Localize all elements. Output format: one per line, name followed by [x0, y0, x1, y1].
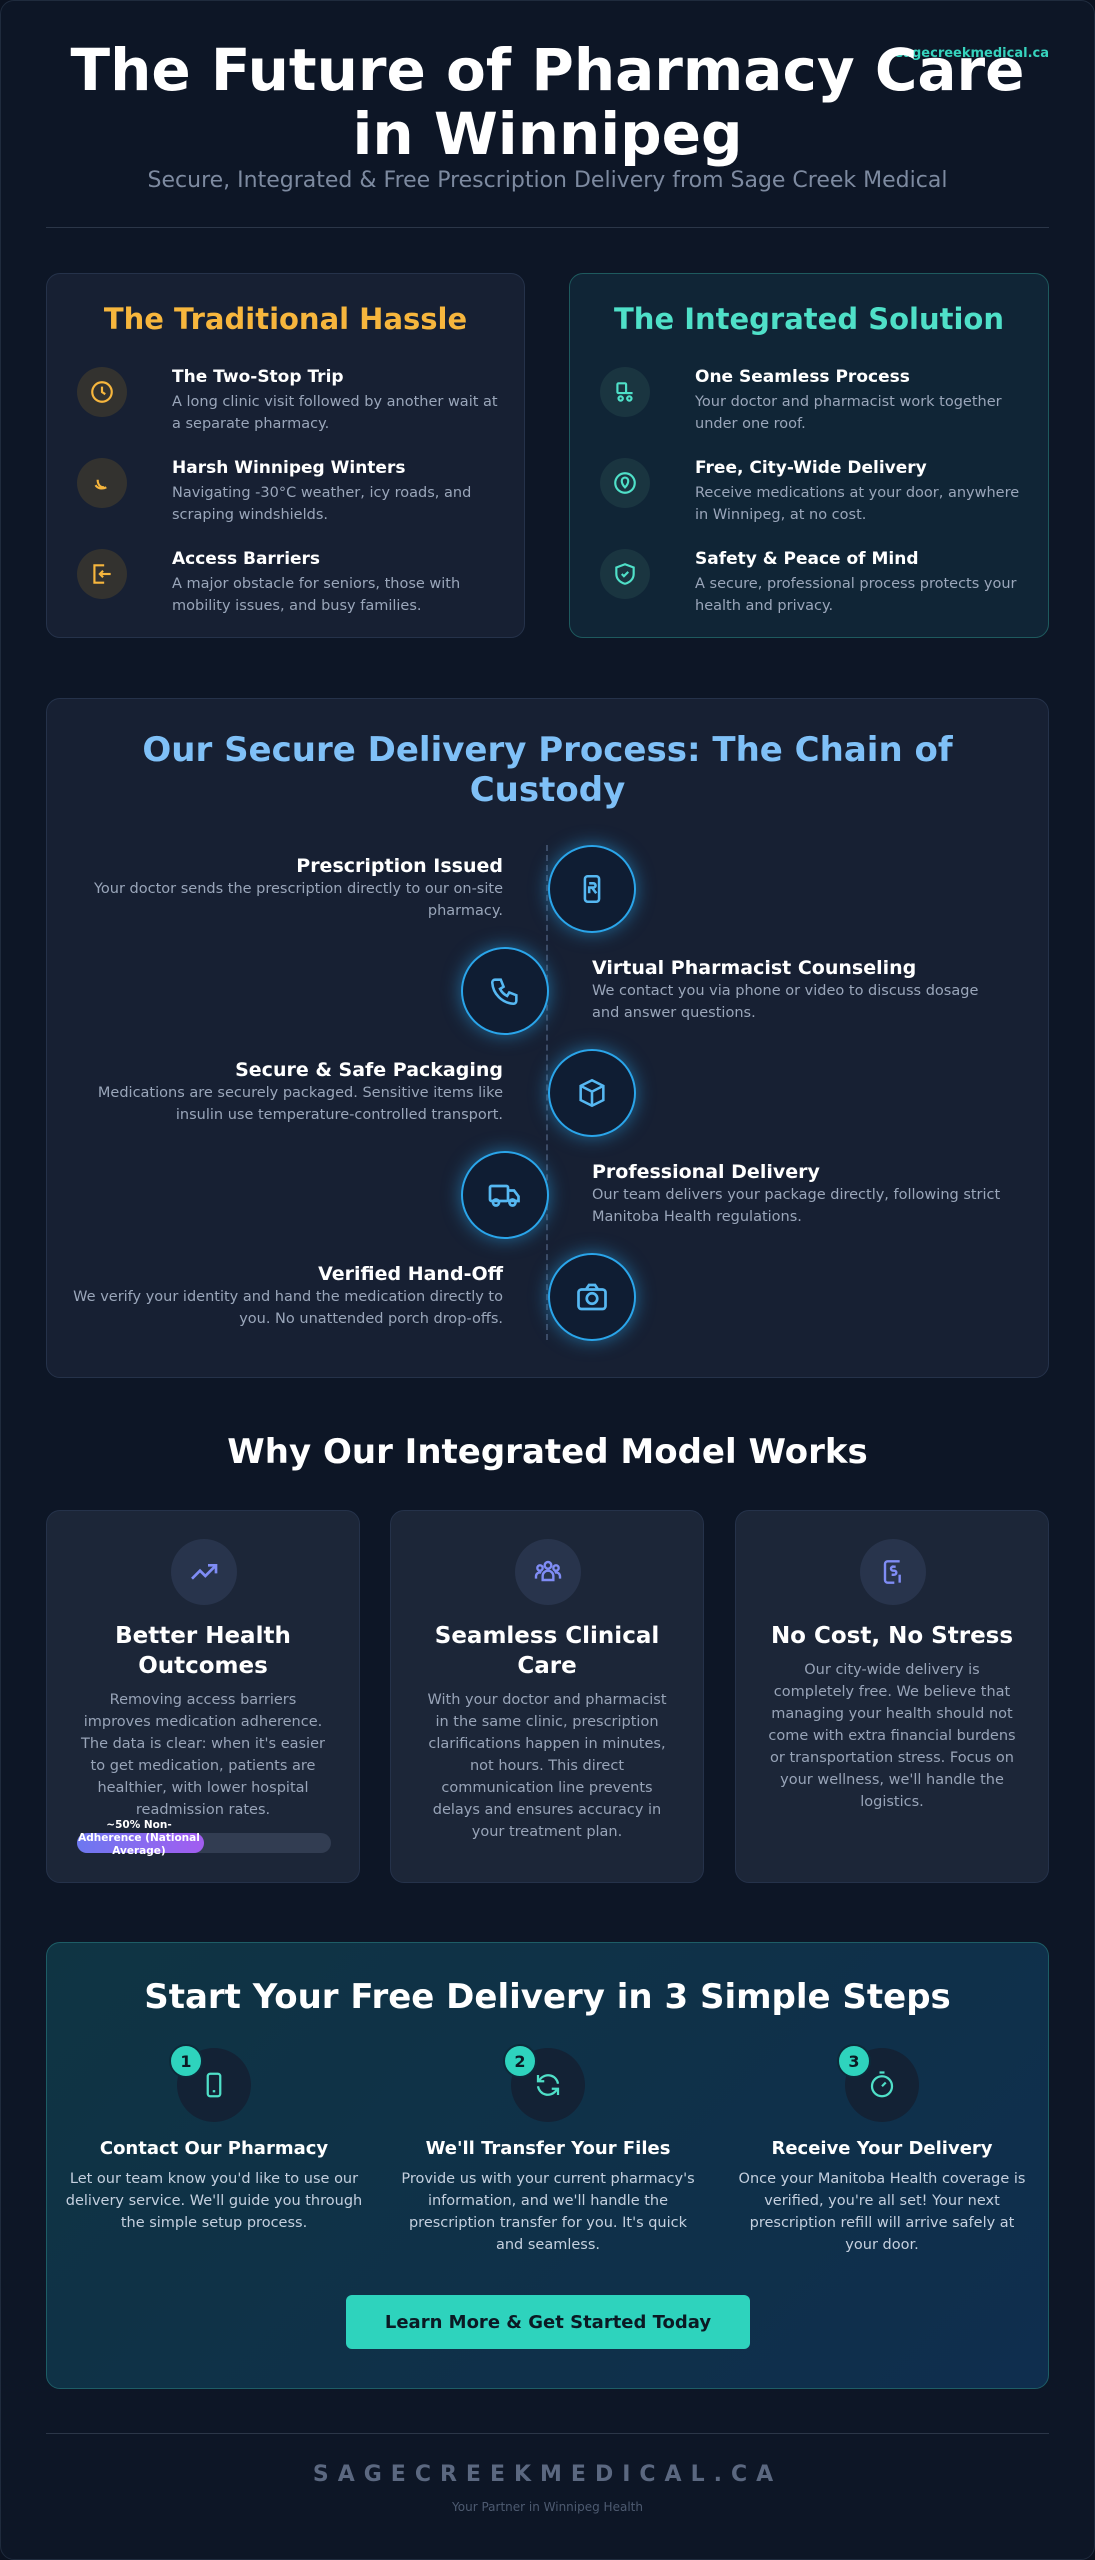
truck-icon	[461, 1151, 549, 1239]
item-title: Safety & Peace of Mind	[695, 549, 919, 569]
team-icon	[515, 1539, 581, 1605]
door-exit-icon	[77, 549, 127, 599]
step-title: Contact Our Pharmacy	[99, 2138, 329, 2159]
item-title: Access Barriers	[172, 549, 321, 569]
item-desc: Your doctor and pharmacist work together…	[695, 394, 1002, 432]
step-title: Receive Your Delivery	[771, 2138, 993, 2159]
adherence-bar-label: ~50% Non-Adherence (National Average)	[78, 1819, 200, 1857]
step-title: Secure & Safe Packaging	[235, 1059, 503, 1081]
step-title: Verified Hand-Off	[318, 1263, 503, 1285]
card-desc: Our city-wide delivery is completely fre…	[768, 1662, 1016, 1810]
page-title: The Future of Pharmacy Care in Winnipeg	[70, 36, 1025, 168]
item-title: One Seamless Process	[695, 367, 910, 387]
phone-icon	[461, 947, 549, 1035]
adherence-bar-fill	[77, 1833, 204, 1853]
step-number: 1	[169, 2044, 203, 2078]
step-title: Prescription Issued	[296, 855, 503, 877]
step-title: Professional Delivery	[592, 1161, 820, 1183]
process-title: Our Secure Delivery Process: The Chain o…	[142, 730, 953, 810]
seamless-care-card: Seamless Clinical Care With your doctor …	[390, 1510, 704, 1883]
hassle-item: The Two-Stop Trip A long clinic visit fo…	[77, 367, 500, 447]
step-title: Virtual Pharmacist Counseling	[592, 957, 917, 979]
item-desc: A long clinic visit followed by another …	[172, 394, 498, 432]
site-url[interactable]: sagecreekmedical.ca	[895, 46, 1049, 61]
location-pin-icon	[600, 458, 650, 508]
item-desc: A major obstacle for seniors, those with…	[172, 576, 461, 614]
card-desc: Removing access barriers improves medica…	[81, 1692, 325, 1818]
step-desc: We verify your identity and hand the med…	[73, 1289, 503, 1327]
item-title: The Two-Stop Trip	[172, 367, 344, 387]
trending-up-icon	[171, 1539, 237, 1605]
footer-tagline: Your Partner in Winnipeg Health	[452, 2500, 643, 2514]
page-subtitle: Secure, Integrated & Free Prescription D…	[147, 168, 948, 193]
step-desc: We contact you via phone or video to dis…	[592, 983, 979, 1021]
step-desc: Your doctor sends the prescription direc…	[93, 881, 503, 919]
card-title: Seamless Clinical Care	[434, 1623, 660, 1679]
integrated-title: The Integrated Solution	[614, 302, 1004, 336]
hassle-item: Access Barriers A major obstacle for sen…	[77, 549, 500, 629]
integrated-solution-card: The Integrated Solution One Seamless Pro…	[569, 273, 1049, 638]
dollar-device-icon	[860, 1539, 926, 1605]
step-number: 3	[837, 2044, 871, 2078]
traditional-hassle-card: The Traditional Hassle The Two-Stop Trip…	[46, 273, 525, 638]
item-desc: A secure, professional process protects …	[695, 576, 1017, 614]
start-section-title: Start Your Free Delivery in 3 Simple Ste…	[144, 1977, 951, 2017]
adherence-bar	[77, 1833, 331, 1853]
prescription-icon	[548, 845, 636, 933]
camera-icon	[548, 1253, 636, 1341]
footer-brand: SAGECREEKMEDICAL.CA	[312, 2462, 783, 2487]
card-title: No Cost, No Stress	[770, 1623, 1014, 1649]
step-desc: Medications are securely packaged. Sensi…	[97, 1085, 503, 1123]
card-title: Better Health Outcomes	[115, 1623, 291, 1679]
step-desc: Once your Manitoba Health coverage is ve…	[738, 2171, 1026, 2253]
traditional-title: The Traditional Hassle	[103, 302, 468, 336]
package-icon	[548, 1049, 636, 1137]
clock-icon	[77, 367, 127, 417]
item-title: Harsh Winnipeg Winters	[172, 458, 406, 478]
item-title: Free, City-Wide Delivery	[695, 458, 927, 478]
divider	[46, 227, 1049, 228]
no-cost-card: No Cost, No Stress Our city-wide deliver…	[735, 1510, 1049, 1883]
item-desc: Receive medications at your door, anywhe…	[695, 485, 1020, 523]
card-desc: With your doctor and pharmacist in the s…	[427, 1692, 667, 1840]
step-number: 2	[503, 2044, 537, 2078]
step-desc: Our team delivers your package directly,…	[592, 1187, 1001, 1225]
snow-icon	[77, 458, 127, 508]
solution-item: One Seamless Process Your doctor and pha…	[600, 367, 1024, 447]
start-steps-card: Start Your Free Delivery in 3 Simple Ste…	[46, 1942, 1049, 2389]
get-started-button[interactable]: Learn More & Get Started Today	[346, 2295, 750, 2349]
hassle-item: Harsh Winnipeg Winters Navigating -30°C …	[77, 458, 500, 538]
item-desc: Navigating -30°C weather, icy roads, and…	[172, 485, 472, 523]
shield-check-icon	[600, 549, 650, 599]
solution-item: Safety & Peace of Mind A secure, profess…	[600, 549, 1024, 629]
step-title: We'll Transfer Your Files	[425, 2138, 671, 2159]
step-desc: Let our team know you'd like to use our …	[65, 2171, 363, 2231]
step-desc: Provide us with your current pharmacy's …	[401, 2171, 695, 2253]
cart-icon	[600, 367, 650, 417]
timeline-line	[546, 845, 548, 1340]
better-outcomes-card: Better Health Outcomes Removing access b…	[46, 1510, 360, 1883]
divider	[46, 2433, 1049, 2434]
why-section-title: Why Our Integrated Model Works	[227, 1432, 868, 1472]
solution-item: Free, City-Wide Delivery Receive medicat…	[600, 458, 1024, 538]
